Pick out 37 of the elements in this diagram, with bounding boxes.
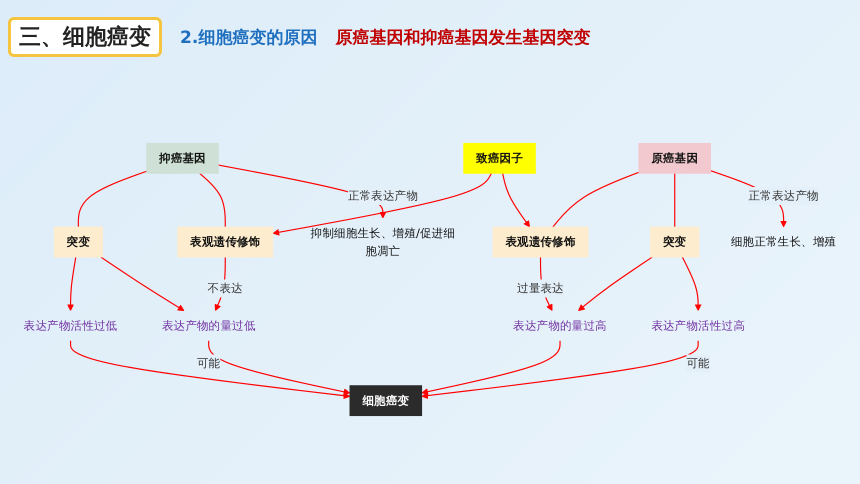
node-text: 表达产物活性过高: [651, 318, 745, 332]
node-box: 抑癌基因: [146, 142, 219, 174]
arrow: [421, 340, 699, 399]
arrow: [70, 340, 350, 399]
arrow: [421, 340, 561, 394]
edge-label: 可能: [196, 355, 220, 370]
arrow: [682, 256, 702, 311]
node-text: 抑制细胞生长、增殖/促进细胞凋亡: [310, 226, 456, 258]
node-box: 致癌因子: [463, 142, 536, 174]
node-text: 表达产物活性过低: [24, 318, 118, 332]
edge-label: 正常表达产物: [748, 188, 819, 202]
slide-title: 三、细胞癌变: [8, 17, 162, 57]
arrow: [502, 172, 530, 227]
arrow: [578, 256, 653, 311]
arrow: [100, 256, 184, 311]
node-box: 原癌基因: [638, 142, 712, 174]
node-box: 细胞癌变: [350, 384, 422, 416]
subtitle-note: 原癌基因和抑癌基因发生基因突变: [335, 26, 590, 48]
arrow: [67, 256, 76, 311]
node-text: 表达产物的量过低: [162, 318, 256, 332]
node-box: 表观遗传修饰: [492, 226, 588, 257]
node-text: 细胞正常生长、增殖: [730, 234, 836, 248]
node-box: 表观遗传修饰: [177, 226, 274, 257]
section-heading: 2.细胞癌变的原因: [180, 26, 318, 48]
edge-label: 过量表达: [517, 280, 564, 295]
arrow: [272, 172, 492, 236]
arrow: [208, 340, 350, 395]
connector: [674, 172, 676, 227]
connector: [78, 170, 147, 227]
node-box: 突变: [650, 226, 700, 257]
edge-label: 不表达: [208, 280, 243, 295]
edge-label: 可能: [686, 355, 710, 370]
connector: [552, 171, 640, 227]
node-text: 表达产物的量过高: [513, 318, 607, 332]
edge-label: 正常表达产物: [348, 188, 418, 202]
connector: [199, 172, 226, 227]
node-box: 突变: [54, 226, 103, 257]
